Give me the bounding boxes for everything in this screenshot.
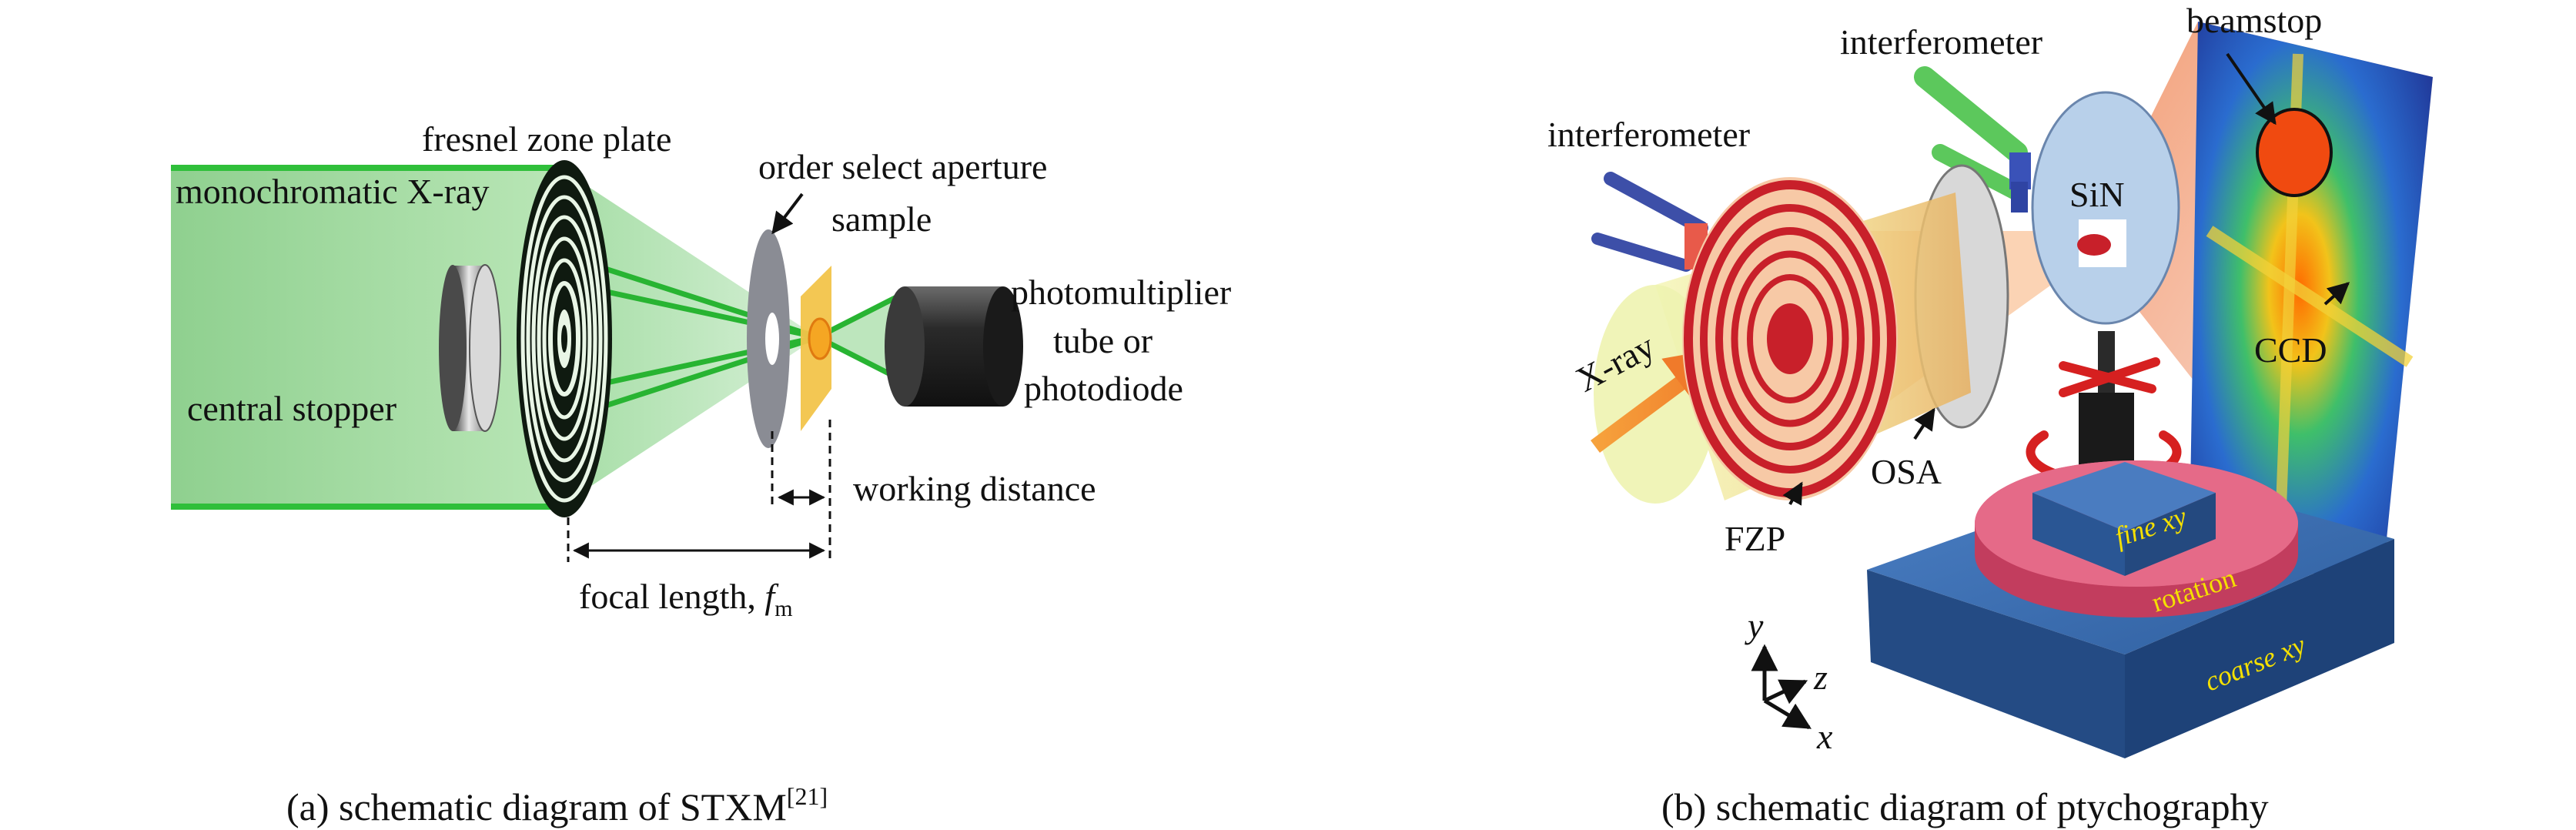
label-ccd: CCD — [2254, 330, 2327, 370]
sample — [801, 266, 832, 431]
interferometer-beams — [1591, 66, 2028, 272]
label-axis-y: y — [1745, 606, 1764, 645]
leader-arrows-b — [1782, 52, 2350, 506]
fresnel-zone-plate — [517, 160, 612, 517]
focusing-cone — [560, 168, 818, 507]
sin-window — [2031, 91, 2180, 325]
order-select-aperture — [747, 229, 790, 448]
label-sample: sample — [831, 199, 932, 239]
label-working-distance: working distance — [853, 469, 1096, 508]
label-axis-z: z — [1813, 658, 1828, 697]
label-osa: OSA — [1871, 452, 1942, 491]
fzp-zone-plate — [1682, 177, 1898, 500]
label-photomultiplier-1: photomultiplier — [1011, 273, 1231, 312]
label-focal-length: focal length, fm — [579, 577, 793, 621]
stage-stack — [1867, 460, 2394, 758]
incident-xray-beam — [171, 168, 560, 507]
photomultiplier — [885, 286, 1023, 407]
label-fzp: FZP — [1725, 519, 1785, 558]
label-axis-x: x — [1816, 717, 1833, 756]
caption-b: (b) schematic diagram of ptychography — [1661, 785, 2269, 828]
osa-pointer — [771, 192, 804, 235]
caption-a: (a) schematic diagram of STXM[21] — [286, 782, 828, 828]
working-distance-dimension — [771, 420, 831, 562]
panel-a-stxm: fresnel zone plate monochromatic X-ray o… — [171, 119, 1231, 828]
label-sin: SiN — [2069, 175, 2125, 214]
label-monochromatic-xray: monochromatic X-ray — [176, 172, 489, 211]
panel-b-ptychography: interferometer beamstop interferometer S… — [1547, 1, 2433, 828]
axes-glyph — [1751, 644, 1812, 730]
ccd-detector — [2190, 22, 2433, 616]
label-central-stopper: central stopper — [187, 389, 396, 428]
label-photomultiplier-2: tube or — [1053, 321, 1153, 360]
label-order-select-aperture: order select aperture — [758, 147, 1047, 186]
label-interferometer-top: interferometer — [1840, 22, 2042, 62]
interferometer-block-b2 — [2011, 182, 2028, 213]
label-beamstop: beamstop — [2186, 1, 2322, 40]
label-photomultiplier-3: photodiode — [1024, 369, 1183, 408]
label-fresnel-zone-plate: fresnel zone plate — [422, 119, 671, 159]
label-interferometer-left: interferometer — [1547, 115, 1750, 154]
focal-length-dimension — [567, 517, 826, 562]
central-stopper — [439, 264, 501, 432]
